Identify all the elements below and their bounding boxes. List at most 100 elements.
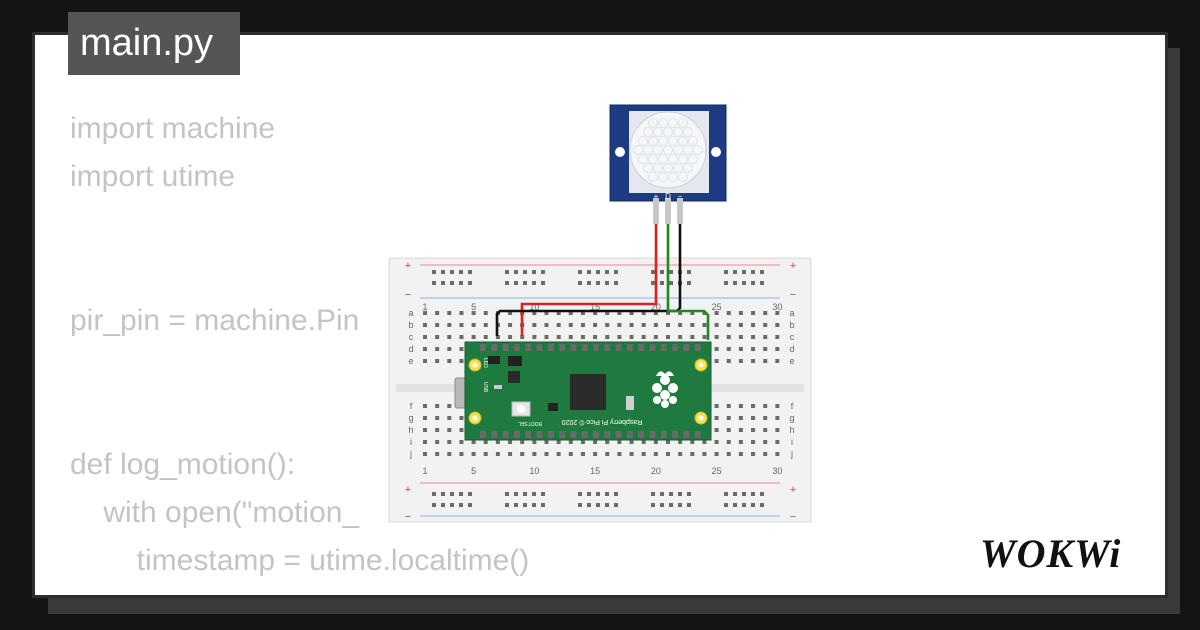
breadboard-hole[interactable] [617, 440, 622, 444]
rail-hole[interactable] [468, 281, 472, 285]
pico-pin[interactable] [683, 344, 690, 351]
breadboard-hole[interactable] [751, 311, 756, 315]
breadboard-hole[interactable] [702, 335, 707, 339]
rail-hole[interactable] [459, 503, 463, 507]
breadboard-hole[interactable] [726, 347, 731, 351]
breadboard-hole[interactable] [447, 323, 452, 327]
rail-hole[interactable] [614, 503, 618, 507]
breadboard-hole[interactable] [775, 359, 780, 363]
breadboard-hole[interactable] [556, 311, 561, 315]
pico-pin[interactable] [604, 431, 611, 438]
breadboard-hole[interactable] [605, 323, 610, 327]
breadboard-hole[interactable] [435, 428, 440, 432]
rail-hole[interactable] [468, 492, 472, 496]
breadboard-hole[interactable] [702, 440, 707, 444]
breadboard-hole[interactable] [751, 452, 756, 456]
pico-pin[interactable] [525, 431, 532, 438]
breadboard-hole[interactable] [714, 359, 719, 363]
breadboard-hole[interactable] [593, 335, 598, 339]
breadboard-hole[interactable] [641, 452, 646, 456]
rail-hole[interactable] [742, 492, 746, 496]
breadboard-hole[interactable] [544, 311, 549, 315]
breadboard-hole[interactable] [483, 323, 488, 327]
rail-hole[interactable] [742, 270, 746, 274]
breadboard-hole[interactable] [568, 311, 573, 315]
breadboard-hole[interactable] [447, 347, 452, 351]
rail-hole[interactable] [678, 492, 682, 496]
breadboard-hole[interactable] [435, 323, 440, 327]
breadboard-hole[interactable] [738, 440, 743, 444]
breadboard-hole[interactable] [447, 416, 452, 420]
rail-hole[interactable] [678, 503, 682, 507]
breadboard-hole[interactable] [726, 452, 731, 456]
breadboard-hole[interactable] [738, 359, 743, 363]
rail-hole[interactable] [523, 503, 527, 507]
breadboard-hole[interactable] [763, 404, 768, 408]
rail-hole[interactable] [760, 492, 764, 496]
rail-hole[interactable] [733, 503, 737, 507]
breadboard-hole[interactable] [471, 440, 476, 444]
breadboard-hole[interactable] [580, 452, 585, 456]
rail-hole[interactable] [459, 281, 463, 285]
breadboard-hole[interactable] [714, 404, 719, 408]
breadboard-hole[interactable] [653, 335, 658, 339]
rail-hole[interactable] [687, 270, 691, 274]
breadboard-hole[interactable] [471, 452, 476, 456]
breadboard-hole[interactable] [520, 452, 525, 456]
rail-hole[interactable] [751, 281, 755, 285]
breadboard-hole[interactable] [435, 416, 440, 420]
rail-hole[interactable] [459, 270, 463, 274]
breadboard-hole[interactable] [678, 311, 683, 315]
pico-pin[interactable] [649, 344, 656, 351]
breadboard-hole[interactable] [435, 311, 440, 315]
breadboard-hole[interactable] [629, 311, 634, 315]
breadboard-hole[interactable] [593, 452, 598, 456]
breadboard-hole[interactable] [605, 311, 610, 315]
rail-hole[interactable] [660, 281, 664, 285]
breadboard-hole[interactable] [641, 311, 646, 315]
pico-pin[interactable] [502, 344, 509, 351]
pico-pin[interactable] [694, 344, 701, 351]
breadboard-hole[interactable] [714, 335, 719, 339]
rail-hole[interactable] [660, 270, 664, 274]
breadboard-hole[interactable] [763, 311, 768, 315]
breadboard-hole[interactable] [751, 428, 756, 432]
breadboard-hole[interactable] [520, 335, 525, 339]
breadboard-hole[interactable] [775, 452, 780, 456]
breadboard-hole[interactable] [714, 428, 719, 432]
breadboard-hole[interactable] [775, 440, 780, 444]
rail-hole[interactable] [605, 281, 609, 285]
breadboard-hole[interactable] [641, 335, 646, 339]
breadboard-hole[interactable] [423, 347, 427, 351]
breadboard-hole[interactable] [738, 347, 743, 351]
breadboard-hole[interactable] [653, 440, 658, 444]
pico-pin[interactable] [491, 344, 498, 351]
pico-pin[interactable] [593, 431, 599, 438]
breadboard-hole[interactable] [556, 323, 561, 327]
pico-pin[interactable] [559, 344, 566, 351]
breadboard-hole[interactable] [678, 452, 683, 456]
breadboard-hole[interactable] [617, 452, 622, 456]
breadboard-hole[interactable] [435, 452, 440, 456]
pico-pin[interactable] [525, 344, 532, 351]
breadboard-hole[interactable] [690, 440, 695, 444]
rail-hole[interactable] [578, 503, 582, 507]
rail-hole[interactable] [523, 281, 527, 285]
breadboard-hole[interactable] [447, 335, 452, 339]
breadboard-hole[interactable] [702, 452, 707, 456]
rail-hole[interactable] [733, 281, 737, 285]
rail-hole[interactable] [742, 281, 746, 285]
breadboard-hole[interactable] [763, 335, 768, 339]
breadboard-hole[interactable] [605, 452, 610, 456]
rail-hole[interactable] [724, 270, 728, 274]
breadboard-hole[interactable] [666, 323, 670, 327]
breadboard-hole[interactable] [483, 452, 488, 456]
breadboard-hole[interactable] [702, 323, 707, 327]
rail-hole[interactable] [669, 503, 673, 507]
rail-hole[interactable] [724, 492, 728, 496]
rail-hole[interactable] [505, 503, 509, 507]
pico-pin[interactable] [547, 344, 554, 351]
breadboard-hole[interactable] [678, 440, 683, 444]
rail-hole[interactable] [651, 281, 655, 285]
breadboard-hole[interactable] [714, 323, 719, 327]
